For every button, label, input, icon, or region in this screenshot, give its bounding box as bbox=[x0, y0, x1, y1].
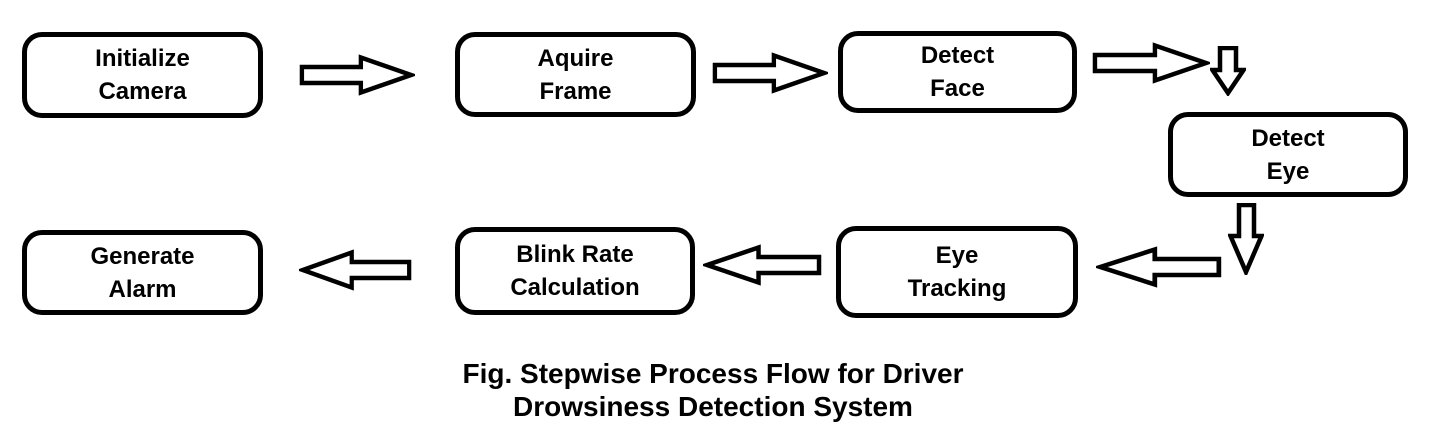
node-blink-rate-calculation: Blink Rate Calculation bbox=[455, 227, 695, 315]
node-initialize-camera: Initialize Camera bbox=[22, 32, 263, 118]
node-blink-rate-calculation-label: Blink Rate Calculation bbox=[510, 241, 640, 301]
node-initialize-camera-label: Initialize Camera bbox=[95, 45, 190, 105]
node-eye-tracking: Eye Tracking bbox=[836, 226, 1078, 318]
arrow-blink-rate-to-generate-alarm-icon bbox=[299, 249, 412, 291]
arrow-left-into-eye-tracking-icon bbox=[1096, 246, 1222, 288]
node-aquire-frame: Aquire Frame bbox=[455, 32, 696, 117]
arrow-detect-eye-down-segment-icon bbox=[1228, 203, 1264, 275]
arrow-eye-tracking-to-blink-rate-icon bbox=[703, 244, 822, 286]
arrow-initialize-camera-to-aquire-frame-icon bbox=[299, 54, 415, 96]
node-aquire-frame-label: Aquire Frame bbox=[537, 44, 614, 105]
arrow-aquire-frame-to-detect-face-icon bbox=[712, 52, 828, 94]
node-detect-eye-label: Detect Eye bbox=[1251, 124, 1325, 185]
figure-caption: Fig. Stepwise Process Flow for Driver Dr… bbox=[462, 358, 964, 422]
arrow-detect-face-right-segment-icon bbox=[1092, 42, 1210, 84]
node-generate-alarm: Generate Alarm bbox=[22, 230, 263, 315]
node-detect-eye: Detect Eye bbox=[1168, 112, 1408, 197]
node-detect-face: Detect Face bbox=[838, 31, 1077, 113]
node-eye-tracking-label: Eye Tracking bbox=[907, 242, 1007, 302]
arrow-down-into-detect-eye-icon bbox=[1210, 46, 1246, 96]
node-detect-face-label: Detect Face bbox=[920, 42, 995, 102]
node-generate-alarm-label: Generate Alarm bbox=[90, 242, 195, 303]
